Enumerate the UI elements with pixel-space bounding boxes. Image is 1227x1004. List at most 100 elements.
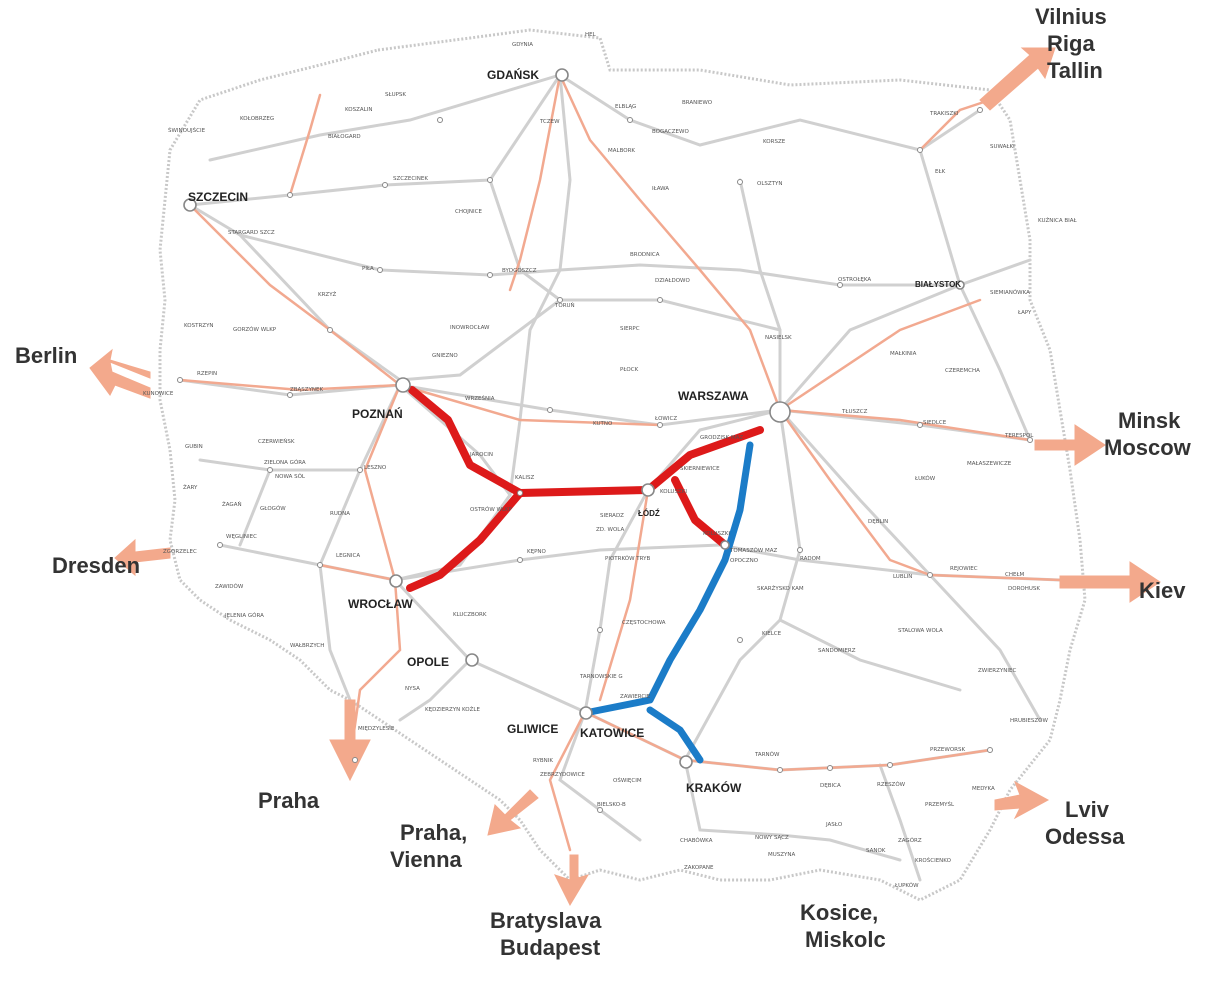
station-label: RADOM — [800, 556, 821, 562]
station-label: CHABÓWKA — [680, 837, 713, 844]
station-label: INOWROCŁAW — [450, 325, 490, 331]
city-label-bialystok: BIAŁYSTOK — [915, 280, 961, 289]
station-label: KOSZALIN — [345, 107, 372, 113]
station-label: BRANIEWO — [682, 100, 713, 106]
station-label: ZWIERZYNIEC — [978, 668, 1016, 674]
station-label: TCZEW — [539, 119, 560, 125]
station-label: SANOK — [866, 848, 886, 854]
station-label: OLSZTYN — [757, 181, 783, 187]
high-speed-line-red-cmk — [671, 476, 729, 549]
city-node — [389, 574, 403, 588]
station-label: JAROCIN — [469, 452, 493, 458]
station-label: KUTNO — [593, 421, 613, 427]
station-label: SIERPC — [620, 326, 640, 332]
high-speed-line-red-wroclaw — [406, 489, 524, 592]
station-label: GORZÓW WLKP — [233, 326, 277, 333]
station-label: TRAKISZKI — [929, 111, 959, 117]
dest-berlin: Berlin — [15, 343, 77, 368]
city-label-opole: OPOLE — [407, 655, 449, 669]
station-label: REJOWIEC — [950, 566, 978, 572]
station-label: ZIELONA GÓRA — [264, 459, 306, 466]
international-arrows — [89, 47, 1161, 907]
station-label: MALBORK — [608, 148, 635, 154]
station-label: PRZEWORSK — [930, 747, 965, 753]
station-label: MUSZYNA — [768, 852, 796, 858]
arrow-icon — [487, 789, 539, 836]
station-label: ZD. WOLA — [596, 527, 624, 533]
station-label: SUWAŁKI — [990, 144, 1015, 150]
station-label: KALISZ — [515, 475, 534, 481]
station-label: LESZNO — [364, 465, 387, 471]
station-label: SKIERNIEWICE — [680, 466, 720, 472]
station-label: STALOWA WOLA — [898, 628, 943, 634]
station-label: WRZEŚNIA — [465, 395, 495, 402]
station-label: MEDYKA — [972, 786, 995, 792]
arrow-icon — [114, 538, 171, 577]
arrow-icon — [979, 47, 1056, 111]
station-label: IŁAWA — [652, 186, 669, 192]
station-label: GUBIN — [185, 444, 203, 450]
station-label: ŁUKÓW — [914, 475, 936, 482]
arrow-icon — [89, 348, 151, 399]
city-node — [641, 483, 655, 497]
dest-praha: Praha — [258, 788, 320, 813]
station-label: OSTRÓW WLKP — [470, 506, 513, 513]
station-label: KLUCZBORK — [453, 612, 487, 618]
station-label: ELBLĄG — [615, 104, 636, 110]
station-label: BOGACZEWO — [652, 129, 689, 135]
station-label: DOROHUSK — [1008, 586, 1040, 592]
station-label: SANDOMIERZ — [818, 648, 856, 654]
station-label: KOLUSZKI — [703, 531, 730, 537]
city-label-poznan: POZNAŃ — [352, 406, 403, 421]
station-label: RYBNIK — [533, 758, 553, 764]
station-label: GRODZISK MAZ — [700, 435, 743, 441]
station-label: KORSZE — [763, 139, 786, 145]
station-label: GDYNIA — [512, 42, 533, 48]
city-label-krakow: KRAKÓW — [686, 780, 742, 795]
city-label-gliwice: GLIWICE — [507, 722, 558, 736]
station-label: BRODNICA — [630, 252, 660, 258]
station-label: DZIAŁDOWO — [655, 278, 690, 284]
station-label: KUNOWICE — [143, 391, 174, 397]
city-node — [679, 755, 693, 769]
station-label: GNIEZNO — [432, 353, 458, 359]
station-label: ZAKOPANE — [684, 865, 714, 871]
station-label: CHOJNICE — [455, 209, 483, 215]
station-label: SIEDLCE — [923, 420, 947, 426]
station-label: KĘDZIERZYN KOŹLE — [425, 705, 480, 713]
station-label: BIELSKO-B — [597, 802, 626, 808]
major-city-labels: GDAŃSK SZCZECIN BIAŁYSTOK POZNAŃ WARSZAW… — [188, 67, 961, 795]
station-label: PRZEMYŚL — [925, 801, 955, 808]
station-label: HEL — [585, 32, 597, 38]
city-label-szczecin: SZCZECIN — [188, 190, 248, 204]
station-label: SKARŻYSKO KAM — [757, 585, 804, 592]
dest-kosice: Kosice,Miskolc — [800, 900, 886, 952]
station-label: DĘBLIN — [868, 519, 888, 525]
station-label: LUBLIN — [893, 574, 912, 580]
city-node — [465, 653, 479, 667]
station-label: KĘPNO — [527, 549, 547, 555]
minor-nodes — [177, 107, 1033, 813]
station-label: SIEMIANÓWKA — [990, 289, 1030, 296]
station-label: PIŁA — [362, 266, 374, 272]
station-label: MAŁKINIA — [890, 351, 917, 357]
arrow-icon — [1059, 561, 1161, 603]
station-label: ŻAGAŃ — [222, 501, 242, 508]
station-label: JASŁO — [825, 822, 843, 828]
dest-kiev: Kiev — [1139, 578, 1186, 603]
minor-station-labels: GDYNIA HEL SŁUPSK ELBLĄG BRANIEWO TCZEW … — [143, 32, 1077, 889]
station-label: TORUŃ — [554, 302, 575, 309]
station-label: BYDGOSZCZ — [502, 268, 537, 274]
arrow-icon — [1034, 424, 1106, 466]
station-label: TARNOWSKIE G — [579, 674, 623, 680]
city-node — [955, 280, 965, 290]
high-speed-line-blue-krakow — [646, 706, 704, 764]
arrow-icon — [554, 854, 590, 907]
city-node — [720, 540, 730, 550]
station-label: ZAWIERCIE — [620, 694, 651, 700]
station-label: GŁOGÓW — [260, 505, 286, 512]
station-label: WAŁBRZYCH — [290, 643, 324, 649]
